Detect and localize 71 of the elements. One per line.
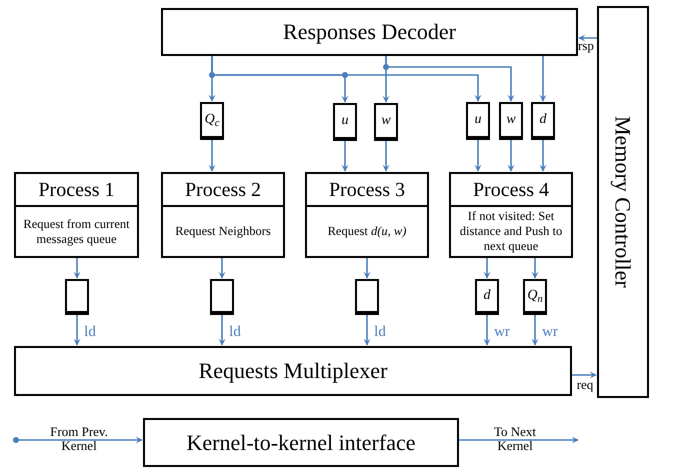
queue-box (523, 279, 547, 315)
process-box (161, 172, 285, 258)
block-title: Responses Decoder (283, 21, 456, 43)
process-description: Request from current messages queue (22, 216, 131, 246)
arrow (364, 315, 370, 346)
arrow (13, 436, 143, 444)
arrow (540, 140, 546, 172)
arrow (540, 56, 546, 102)
queue-box (333, 103, 357, 141)
edge-label: wr (493, 325, 511, 339)
queue-label: u (474, 113, 482, 127)
block-box (14, 346, 572, 396)
block-title: Memory Controller (610, 116, 636, 288)
edge-label: rsp (577, 39, 595, 53)
arrow (532, 258, 538, 279)
queue-box (475, 279, 499, 315)
block-title: Requests Multiplexer (198, 360, 388, 382)
block-title: Kernel-to-kernel interface (186, 432, 416, 454)
memory-controller-box (597, 6, 649, 398)
arrow (484, 258, 490, 279)
process-description: If not visited: Set distance and Push to next queue (458, 209, 564, 254)
queue-label: Q$_{c}$ (204, 113, 220, 127)
arrow (578, 34, 597, 42)
arrow (74, 315, 80, 346)
arrow (342, 141, 348, 172)
edge-label: req (576, 378, 594, 392)
arrow (484, 315, 490, 346)
queue-box (374, 103, 398, 141)
edge-label: ld (83, 325, 97, 339)
arrow (218, 258, 226, 279)
arrow (382, 141, 390, 172)
arrow (508, 140, 514, 172)
arrow (474, 140, 482, 172)
process-box (305, 172, 429, 258)
process-title: Process 2 (184, 180, 262, 200)
queue-label: d (540, 113, 546, 127)
arrow (532, 315, 538, 346)
queue-box (65, 279, 89, 315)
edge-label: To Next Kernel (492, 425, 538, 453)
arrow (385, 56, 514, 102)
block-box (161, 8, 578, 56)
arrow (74, 258, 80, 279)
process-box (14, 172, 139, 258)
edge-label: ld (228, 325, 242, 339)
arrow (459, 436, 579, 444)
arrow (572, 372, 597, 378)
process-description: Request d(u, w) (328, 224, 406, 239)
process-box (449, 172, 573, 258)
queue-box (531, 102, 555, 140)
queue-label: d (484, 289, 490, 303)
queue-label: Q$_{n}$ (527, 289, 543, 303)
queue-label: u (342, 114, 348, 128)
process-title: Process 3 (328, 180, 406, 200)
arrow (218, 315, 226, 346)
process-description: Request Neighbors (175, 224, 271, 239)
edge-label: wr (541, 325, 559, 339)
queue-box (466, 102, 490, 140)
arrow (364, 258, 370, 279)
queue-label: w (506, 113, 516, 127)
queue-box (210, 279, 234, 315)
block-box (143, 418, 459, 467)
queue-box (499, 102, 523, 140)
edge-label: From Prev. Kernel (49, 425, 109, 453)
arrow (211, 56, 482, 102)
queue-box (200, 102, 224, 140)
process-title: Process 4 (472, 180, 550, 200)
arrow (208, 140, 216, 172)
process-title: Process 1 (38, 180, 115, 200)
queue-label: w (381, 114, 391, 128)
edge-label: ld (373, 325, 387, 339)
queue-box (355, 279, 379, 315)
